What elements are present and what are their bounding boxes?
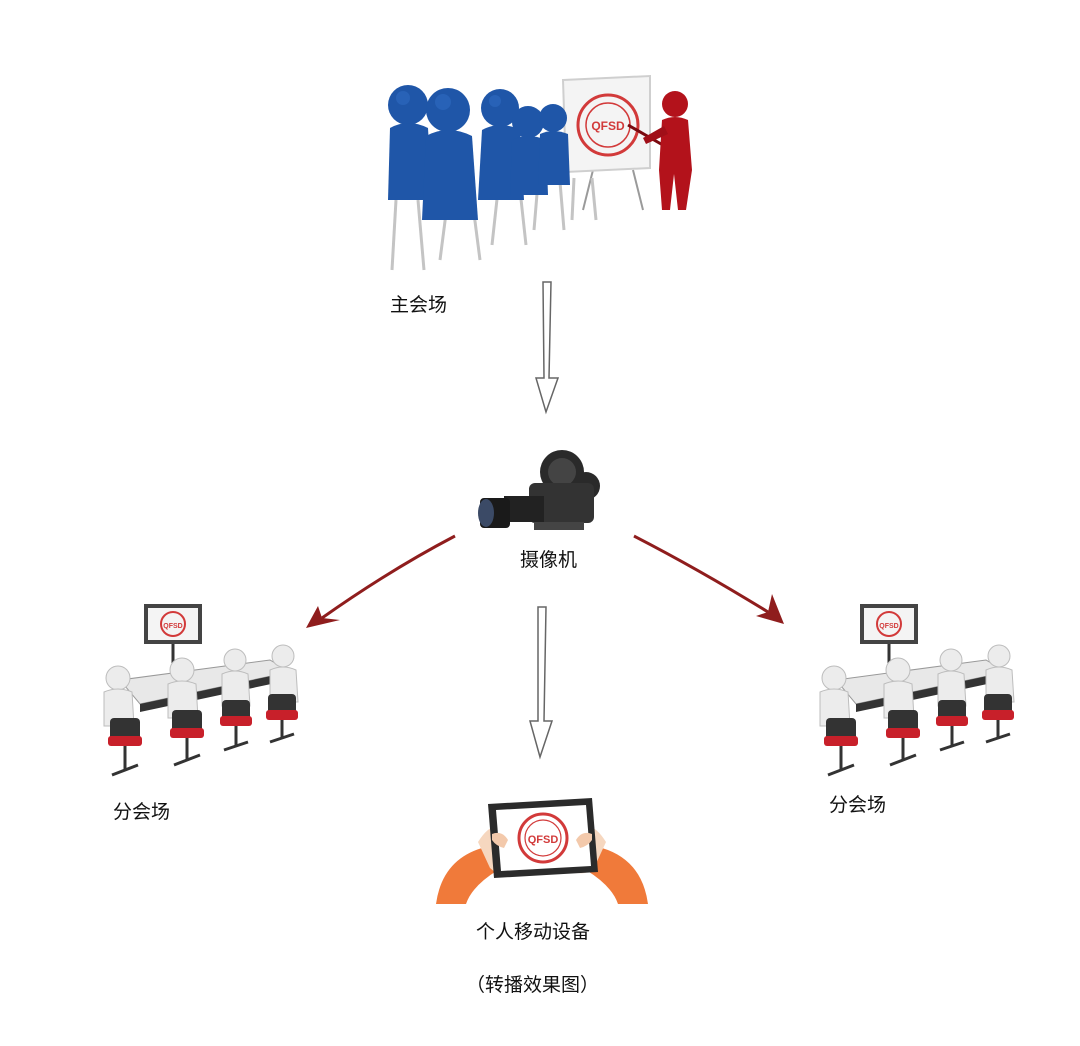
caption-label: （转播效果图） <box>466 974 600 996</box>
camera-label: 摄像机 <box>520 549 578 571</box>
mobile-device-label: 个人移动设备 <box>476 921 591 943</box>
right-chairs <box>824 694 1014 777</box>
audience-figures <box>388 85 570 220</box>
left-sub-venue-illustration: QFSD <box>100 600 305 785</box>
arrow-camera-to-right-venue <box>633 534 784 624</box>
tablet-device: QFSD <box>488 798 598 878</box>
main-venue-label: 主会场 <box>390 294 448 316</box>
right-monitor-logo-text: QFSD <box>879 623 898 630</box>
right-sub-venue-illustration: QFSD <box>816 600 1021 785</box>
presenter-figure <box>627 91 692 210</box>
left-chairs <box>108 694 298 777</box>
presentation-board: QFSD <box>561 74 651 211</box>
board-logo-text: QFSD <box>591 119 625 133</box>
arrow-main-to-camera <box>534 281 560 415</box>
arrow-camera-to-left-venue <box>306 534 456 628</box>
tablet-in-hands-illustration: QFSD <box>432 790 652 910</box>
tablet-logo-text: QFSD <box>528 834 559 846</box>
main-venue-illustration: QFSD <box>388 70 708 280</box>
right-sub-venue-label: 分会场 <box>829 794 887 816</box>
left-sub-venue-label: 分会场 <box>113 801 171 823</box>
left-monitor-logo-text: QFSD <box>163 623 182 630</box>
arrow-camera-to-mobile <box>529 606 554 760</box>
video-camera-icon <box>474 448 604 538</box>
